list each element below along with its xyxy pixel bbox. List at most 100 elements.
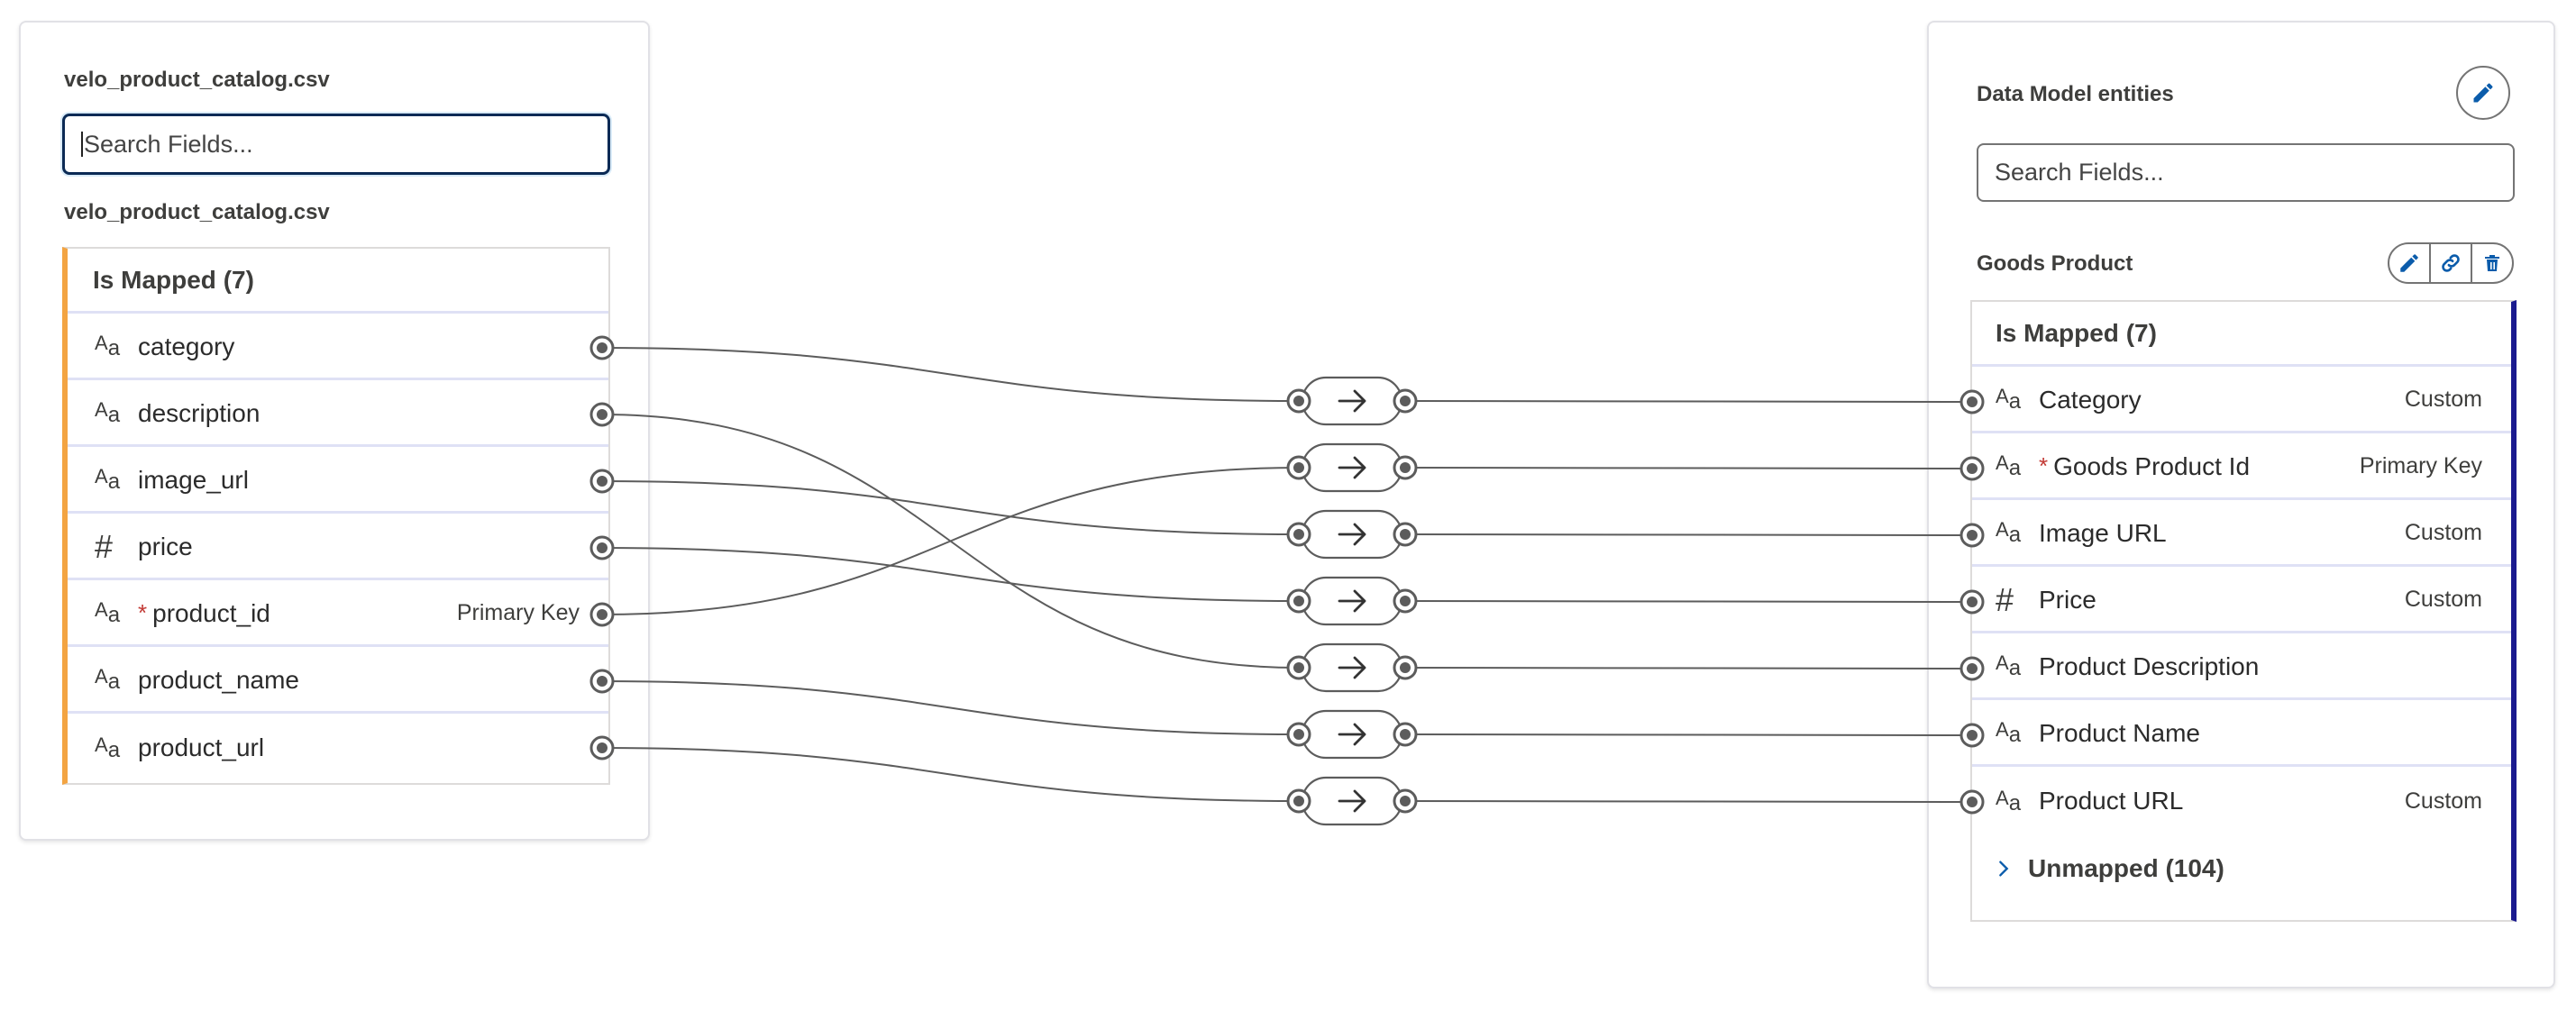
source-field-port[interactable] [589,469,615,494]
mapping-node-output-port[interactable] [1393,588,1418,614]
source-field-name: description [138,398,260,427]
mapping-node-input-port[interactable] [1286,722,1311,747]
arrow-right-icon [1338,656,1366,679]
mapping-node-input-port[interactable] [1286,788,1311,814]
mapping-node[interactable] [1301,442,1403,493]
target-field-port[interactable] [1959,523,1985,548]
mapping-node-output-port[interactable] [1393,455,1418,480]
mapping-link-product_name [601,680,1300,735]
source-field-row[interactable]: Aa description [68,382,608,447]
arrow-right-icon [1338,389,1366,413]
text-icon: Aa [1996,385,2022,414]
mapping-link-target-5 [1404,733,1973,736]
mapping-node-output-port[interactable] [1393,655,1418,680]
trash-icon [2485,255,2499,271]
text-icon: Aa [95,733,121,762]
source-field-row[interactable]: # price [68,515,608,580]
mapping-node-output-port[interactable] [1393,788,1418,814]
mapping-node[interactable] [1301,776,1403,826]
source-field-port[interactable] [589,669,615,694]
text-icon: Aa [1996,786,2022,815]
source-title: velo_product_catalog.csv [64,68,330,92]
target-field-port[interactable] [1959,456,1985,481]
source-search-input[interactable]: Search Fields... [62,114,610,175]
mapping-link-target-0 [1404,400,1973,403]
number-icon: # [95,527,114,565]
source-field-row[interactable]: Aa *product_id Primary Key [68,582,608,647]
target-field-port[interactable] [1959,656,1985,681]
target-field-name: Product Name [2039,718,2200,747]
source-field-port[interactable] [589,402,615,427]
target-search-input[interactable]: Search Fields... [1977,143,2515,202]
arrow-right-icon [1338,523,1366,546]
source-field-tag: Primary Key [456,600,580,625]
delete-entity-button[interactable] [2472,244,2512,282]
target-field-port[interactable] [1959,589,1985,615]
mapping-node[interactable] [1301,376,1403,426]
required-marker: * [2039,452,2049,479]
source-field-name: product_id [152,598,270,627]
edit-entities-button[interactable] [2456,66,2510,120]
text-icon: Aa [1996,518,2022,547]
text-icon: Aa [95,398,121,427]
edit-entity-button[interactable] [2389,244,2431,282]
source-field-name: price [138,532,193,560]
target-field-row[interactable]: Aa Product Description [1972,635,2511,700]
link-entity-button[interactable] [2431,244,2472,282]
arrow-right-icon [1338,456,1366,479]
mapping-node-input-port[interactable] [1286,388,1311,414]
target-field-port[interactable] [1959,389,1985,414]
mapping-node[interactable] [1301,709,1403,760]
mapping-link-category [601,347,1300,402]
text-cursor [81,132,83,157]
source-field-name: category [138,332,235,360]
source-field-port[interactable] [589,735,615,761]
mapping-link-product_id [601,467,1300,615]
mapping-node-input-port[interactable] [1286,522,1311,547]
text-icon: Aa [95,598,121,627]
target-field-name: Product Description [2039,651,2260,680]
mapping-node-output-port[interactable] [1393,722,1418,747]
target-field-name: Image URL [2039,518,2167,547]
target-field-tag: Custom [2404,520,2482,545]
source-field-port[interactable] [589,335,615,360]
target-field-tag: Primary Key [2359,453,2482,478]
text-icon: Aa [1996,651,2022,680]
source-group-label: Is Mapped (7) [93,265,254,294]
target-field-name: Category [2039,385,2142,414]
target-field-tag: Custom [2404,587,2482,612]
source-field-name: product_name [138,665,300,694]
unmapped-group-header[interactable]: Unmapped (104) [1972,835,2511,902]
mapping-node[interactable] [1301,509,1403,560]
mapping-node-input-port[interactable] [1286,455,1311,480]
target-group-header[interactable]: Is Mapped (7) [1972,302,2511,367]
source-field-port[interactable] [589,535,615,560]
target-field-name: Product URL [2039,787,2184,815]
arrow-right-icon [1338,723,1366,746]
source-group-header[interactable]: Is Mapped (7) [68,249,608,314]
required-marker: * [138,599,148,626]
mapping-node-output-port[interactable] [1393,388,1418,414]
target-field-port[interactable] [1959,789,1985,815]
target-search-placeholder: Search Fields... [1995,159,2164,186]
target-field-name: Goods Product Id [2053,451,2251,480]
mapping-node[interactable] [1301,642,1403,693]
mapping-node-output-port[interactable] [1393,522,1418,547]
mapping-node-input-port[interactable] [1286,655,1311,680]
source-field-port[interactable] [589,602,615,627]
target-field-row[interactable]: Aa Image URL Custom [1972,502,2511,567]
mapping-node-input-port[interactable] [1286,588,1311,614]
entity-action-group [2388,242,2514,284]
mapping-node[interactable] [1301,576,1403,626]
target-field-port[interactable] [1959,723,1985,748]
